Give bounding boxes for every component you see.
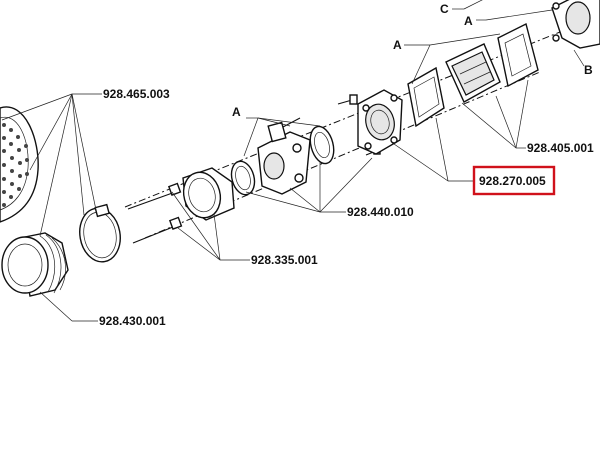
part-label-928-405-001[interactable]: 928.405.001 bbox=[527, 141, 594, 155]
letter-label-c: C bbox=[440, 2, 449, 16]
letter-label-a-top: A bbox=[393, 38, 402, 52]
part-label-928-440-010[interactable]: 928.440.010 bbox=[347, 205, 414, 219]
reed-housing-part[interactable] bbox=[357, 89, 403, 155]
reed-valve-cage-part[interactable] bbox=[445, 43, 501, 103]
gasket-part[interactable] bbox=[228, 159, 258, 198]
part-label-928-430-001[interactable]: 928.430.001 bbox=[99, 314, 166, 328]
second-reed-frame-part[interactable] bbox=[497, 22, 539, 88]
leader-lines bbox=[1, 0, 585, 322]
part-label-928-335-001[interactable]: 928.335.001 bbox=[251, 253, 318, 267]
rubber-boot-part[interactable] bbox=[1, 232, 69, 297]
part-label-928-270-005[interactable]: 928.270.005 bbox=[479, 174, 546, 188]
reed-gasket-frame-part[interactable] bbox=[407, 66, 445, 128]
highlight-box bbox=[472, 165, 556, 196]
bolts-part[interactable] bbox=[127, 182, 183, 244]
second-gasket-part[interactable] bbox=[306, 124, 337, 166]
top-right-housing-part[interactable] bbox=[551, 0, 600, 49]
letter-label-a-left: A bbox=[232, 105, 241, 119]
intake-flange-part[interactable] bbox=[179, 167, 235, 222]
letter-label-b: B bbox=[584, 63, 593, 77]
throttle-body-part[interactable] bbox=[257, 117, 311, 195]
air-filter-part[interactable] bbox=[0, 106, 39, 223]
clamp-ring-part[interactable] bbox=[76, 203, 125, 265]
letter-label-a-right: A bbox=[464, 14, 473, 28]
part-label-928-465-003[interactable]: 928.465.003 bbox=[103, 87, 170, 101]
